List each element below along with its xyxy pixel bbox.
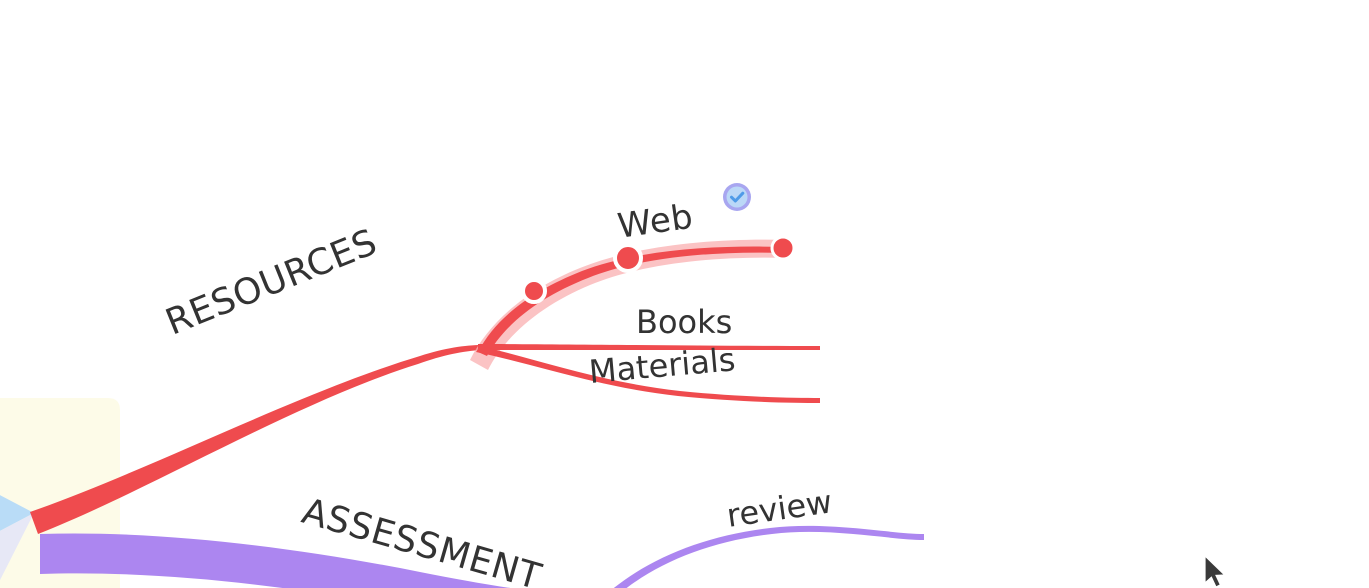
branch-assessment-stroke[interactable] — [40, 533, 620, 588]
subbranch-review-stroke[interactable] — [600, 525, 924, 588]
check-circle-icon[interactable] — [722, 182, 752, 212]
branch-resources[interactable] — [30, 345, 482, 534]
subbranch-materials[interactable] — [476, 346, 820, 403]
web-checked-badge[interactable] — [722, 182, 752, 212]
subbranch-books-stroke[interactable] — [478, 344, 820, 350]
subbranch-books[interactable] — [478, 344, 820, 350]
node-dot[interactable] — [613, 243, 643, 273]
subbranch-label-web[interactable]: Web — [615, 196, 696, 247]
node-dot[interactable] — [521, 278, 547, 304]
central-node-chevron-icon — [0, 495, 34, 531]
central-node-chevron-shadow-icon — [0, 513, 34, 581]
subbranch-label-books[interactable]: Books — [636, 303, 733, 341]
branch-assessment[interactable] — [40, 533, 620, 588]
subbranch-review[interactable] — [600, 525, 924, 588]
subbranch-web-node-dots[interactable] — [521, 235, 796, 304]
subbranch-materials-stroke[interactable] — [476, 346, 820, 403]
branch-resources-stroke[interactable] — [30, 345, 482, 534]
node-dot[interactable] — [770, 235, 796, 261]
